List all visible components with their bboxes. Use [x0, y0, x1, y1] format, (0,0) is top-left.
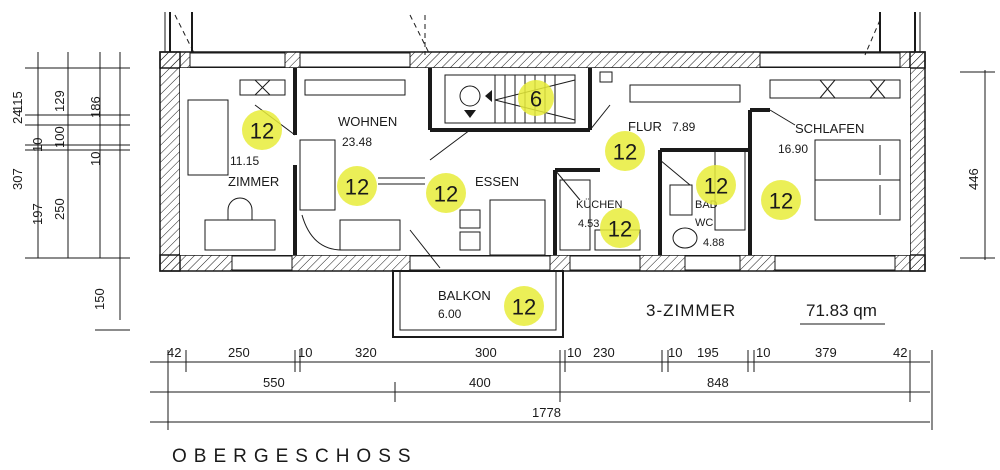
kuechen-area: 4.53: [578, 218, 599, 230]
zimmer-label: ZIMMER: [228, 174, 279, 189]
svg-text:12: 12: [769, 189, 793, 214]
bad-area: 4.88: [703, 237, 724, 249]
svg-text:10: 10: [567, 345, 581, 360]
svg-text:848: 848: [707, 375, 729, 390]
svg-text:12: 12: [250, 119, 274, 144]
svg-text:12: 12: [613, 140, 637, 165]
svg-text:129: 129: [52, 90, 67, 112]
svg-text:24: 24: [10, 110, 25, 124]
flur-area: 7.89: [672, 120, 696, 134]
marker-balkon: 12: [504, 286, 544, 326]
svg-text:307: 307: [10, 168, 25, 190]
floor-title: OBERGESCHOSS: [172, 446, 418, 467]
balkon-label: BALKON: [438, 288, 491, 303]
svg-text:6: 6: [530, 87, 542, 112]
kuechen-label: KÜCHEN: [576, 199, 623, 211]
marker-bad: 12: [696, 165, 736, 205]
marker-stair: 6: [518, 80, 554, 116]
svg-text:12: 12: [434, 182, 458, 207]
marker-kuechen: 12: [600, 208, 640, 248]
svg-text:12: 12: [608, 217, 632, 242]
svg-text:250: 250: [228, 345, 250, 360]
svg-text:379: 379: [815, 345, 837, 360]
svg-text:10: 10: [756, 345, 770, 360]
right-dimension: 446: [960, 70, 995, 260]
svg-text:230: 230: [593, 345, 615, 360]
svg-text:12: 12: [512, 295, 536, 320]
svg-text:10: 10: [668, 345, 682, 360]
neighbour-walls: [164, 12, 921, 52]
furniture: [187, 99, 901, 256]
svg-text:100: 100: [52, 126, 67, 148]
flur-label: FLUR: [628, 119, 662, 134]
svg-text:12: 12: [345, 175, 369, 200]
svg-text:10: 10: [298, 345, 312, 360]
wc-label: WC: [695, 217, 713, 229]
doors: [174, 14, 881, 269]
marker-flur: 12: [605, 131, 645, 171]
svg-text:300: 300: [475, 345, 497, 360]
marker-essen: 12: [426, 173, 466, 213]
svg-text:1778: 1778: [532, 405, 561, 420]
svg-text:12: 12: [704, 174, 728, 199]
svg-text:42: 42: [893, 345, 907, 360]
svg-text:10: 10: [30, 138, 45, 152]
svg-text:186: 186: [88, 96, 103, 118]
marker-schlafen: 12: [761, 180, 801, 220]
svg-text:150: 150: [92, 288, 107, 310]
essen-label: ESSEN: [475, 174, 519, 189]
bottom-dimensions: 42 250 10 320 300 10 230 10 195 10 379 4…: [150, 345, 933, 430]
unit-area: 71.83 qm: [806, 301, 877, 320]
svg-text:197: 197: [30, 203, 45, 225]
wohnen-area: 23.48: [342, 135, 372, 149]
svg-text:115: 115: [10, 91, 25, 112]
marker-zimmer: 12: [242, 110, 282, 150]
balcony: [392, 270, 564, 338]
svg-text:446: 446: [966, 168, 981, 190]
svg-text:550: 550: [263, 375, 285, 390]
svg-text:400: 400: [469, 375, 491, 390]
interior-walls: [239, 68, 901, 255]
room-labels: 11.15 ZIMMER WOHNEN 23.48 ESSEN FLUR 7.8…: [228, 114, 864, 321]
svg-text:195: 195: [697, 345, 719, 360]
unit-type: 3-ZIMMER: [646, 301, 736, 320]
zimmer-area: 11.15: [230, 154, 259, 168]
wohnen-label: WOHNEN: [338, 114, 397, 129]
unit-summary: 3-ZIMMER 71.83 qm: [646, 301, 885, 325]
svg-text:250: 250: [52, 198, 67, 220]
svg-text:320: 320: [355, 345, 377, 360]
svg-text:42: 42: [167, 345, 181, 360]
marker-wohnen: 12: [337, 166, 377, 206]
schlafen-area: 16.90: [778, 142, 808, 156]
left-dimensions: 307 24 197 10 115 129 100 250 186 10 150: [10, 52, 130, 331]
schlafen-label: SCHLAFEN: [795, 121, 864, 136]
balkon-area: 6.00: [438, 307, 462, 321]
svg-text:10: 10: [88, 152, 103, 166]
markers: 12 12 12 6 12 12 12 12 12: [242, 80, 801, 326]
